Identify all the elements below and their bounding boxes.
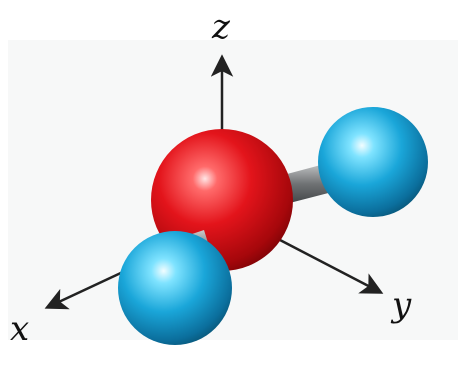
x-axis-label: x <box>10 309 29 349</box>
hydrogen-atom-front <box>118 231 232 345</box>
y-axis <box>279 238 384 294</box>
y-axis-label: y <box>390 285 412 325</box>
z-axis-label: z <box>211 7 231 47</box>
hydrogen-atom-right <box>318 107 428 217</box>
